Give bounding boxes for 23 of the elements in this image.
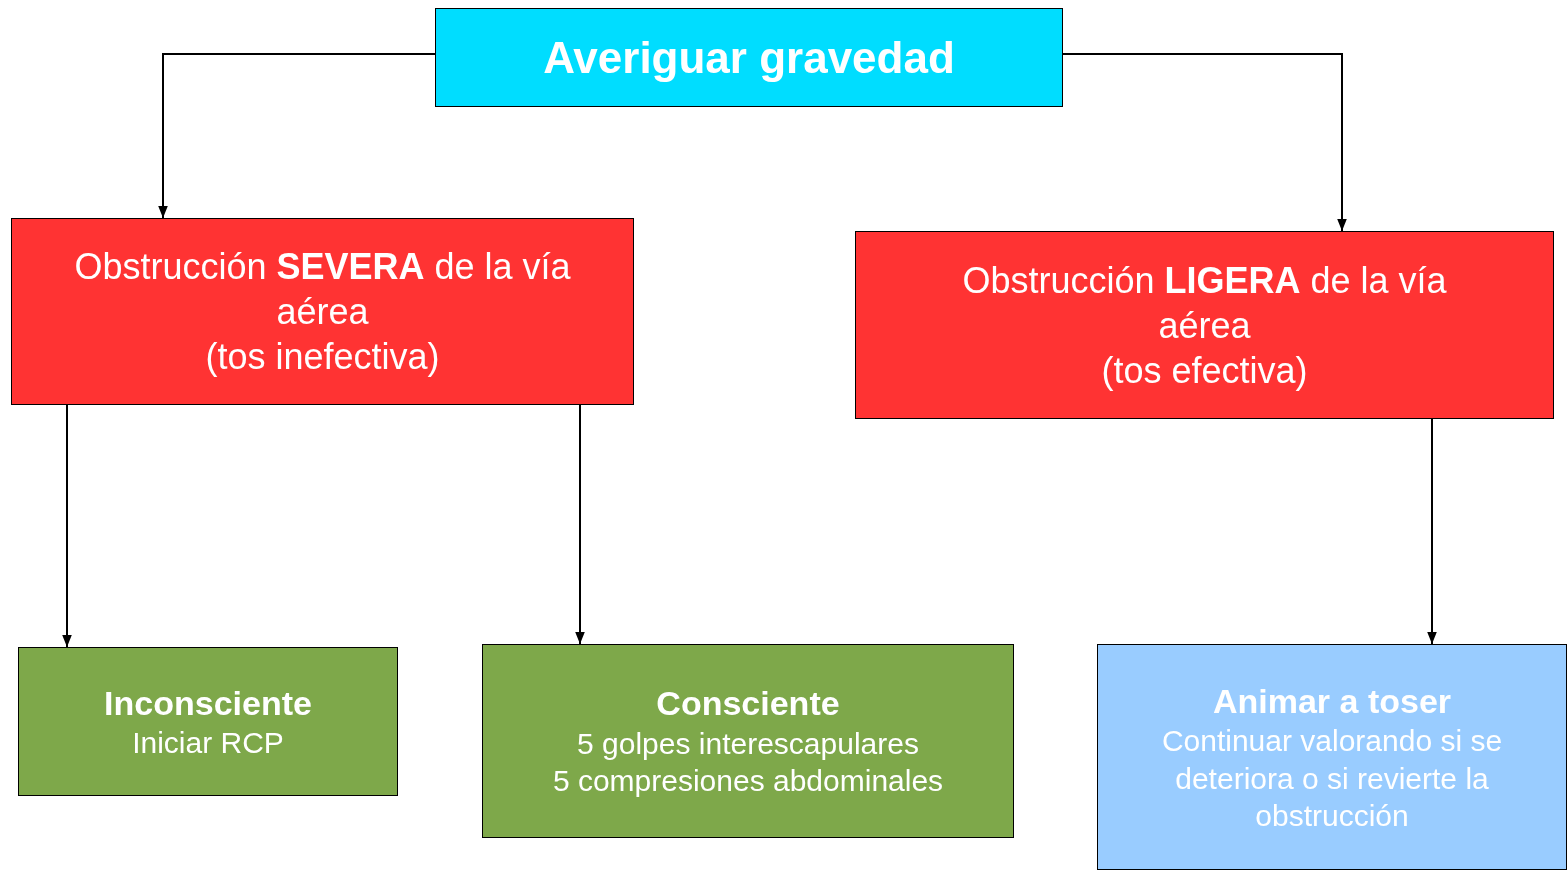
heading-text: Animar a toser bbox=[1212, 680, 1452, 722]
body-text: Continuar valorando si se deteriora o si revierte la obstrucción bbox=[1160, 723, 1504, 834]
action-box bbox=[18, 647, 398, 796]
decision-box bbox=[11, 218, 634, 405]
body-text: Obstrucción SEVERA de la vía aérea bbox=[73, 245, 572, 334]
heading-text: Inconsciente bbox=[104, 682, 312, 724]
action-box bbox=[482, 644, 1014, 838]
arrow bbox=[575, 404, 585, 645]
arrow bbox=[158, 53, 436, 219]
body-text: 5 compresiones abdominales bbox=[552, 763, 944, 800]
arrow bbox=[1062, 53, 1347, 232]
body-text: (tos inefectiva) bbox=[205, 335, 440, 379]
decision-box bbox=[855, 231, 1554, 419]
body-text: Iniciar RCP bbox=[132, 725, 284, 761]
arrow bbox=[62, 404, 72, 648]
heading-text: Consciente bbox=[656, 683, 840, 725]
process-box bbox=[435, 8, 1063, 107]
body-text: 5 golpes interescapulares bbox=[577, 725, 919, 762]
body-text: (tos efectiva) bbox=[1101, 348, 1308, 393]
action-box bbox=[1097, 644, 1567, 870]
heading-text: Averiguar gravedad bbox=[543, 32, 955, 84]
body-text: Obstrucción LIGERA de la vía aérea bbox=[961, 258, 1448, 348]
arrow bbox=[1427, 418, 1437, 645]
